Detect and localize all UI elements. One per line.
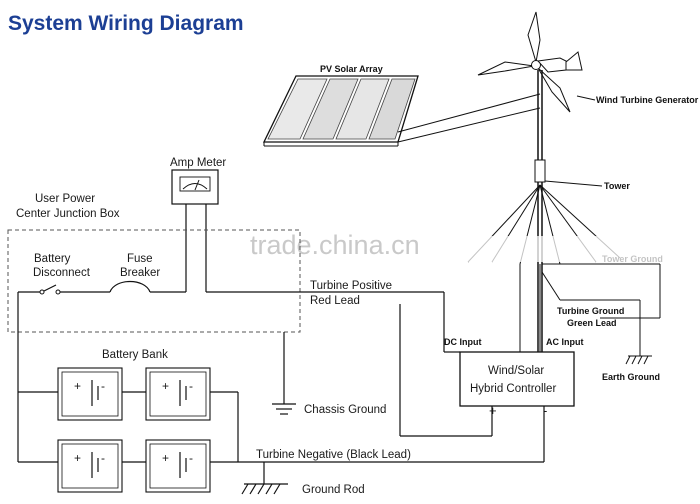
- fuse-label-line1: Fuse: [127, 253, 153, 265]
- turbine-ground-label: Turbine Ground: [557, 306, 624, 316]
- pv-solar-array: [262, 75, 419, 147]
- tower-label: Tower: [604, 181, 630, 191]
- tower: [467, 70, 621, 360]
- svg-text:-: -: [101, 451, 105, 465]
- ac-input-label: AC Input: [546, 337, 584, 347]
- battery-2: + -: [145, 367, 211, 421]
- amp-meter-needle: [194, 179, 200, 191]
- battery-disconnect-switch: [18, 284, 110, 295]
- pv-lead-top: [397, 93, 541, 133]
- svg-text:-: -: [189, 379, 193, 393]
- tower-pointer: [544, 180, 603, 187]
- ground-rod-label: Ground Rod: [302, 484, 365, 496]
- amp-meter-label: Amp Meter: [170, 157, 226, 169]
- turbine-negative-label: Turbine Negative (Black Lead): [256, 449, 411, 461]
- controller-label-line1: Wind/Solar: [488, 365, 544, 377]
- hybrid-controller: [459, 351, 575, 407]
- watermark: trade.china.cn: [0, 230, 700, 262]
- red-lead-label: Red Lead: [310, 295, 360, 307]
- watermark-text: trade.china.cn: [250, 230, 420, 260]
- chassis-ground-symbol: [272, 403, 296, 415]
- battery-bank-label: Battery Bank: [102, 349, 168, 361]
- turbine-positive-label: Turbine Positive: [310, 280, 392, 292]
- fuse-label-line2: Breaker: [120, 267, 160, 279]
- battery-3: + -: [57, 439, 123, 493]
- battery-4: + -: [145, 439, 211, 493]
- ground-rod-symbol: [241, 483, 288, 495]
- svg-text:-: -: [189, 451, 193, 465]
- svg-text:+: +: [162, 379, 169, 393]
- pv-lead-bottom: [397, 107, 541, 143]
- fuse-breaker: [109, 280, 186, 293]
- green-lead-label: Green Lead: [567, 318, 617, 328]
- pv-solar-array-label: PV Solar Array: [320, 64, 383, 74]
- controller-plus-terminal: +: [489, 403, 497, 418]
- wind-turbine-generator-label: Wind Turbine Generator: [596, 95, 699, 105]
- dc-input-label: DC Input: [444, 337, 482, 347]
- wind-turbine: [477, 11, 583, 113]
- battery-wiring: [17, 391, 239, 463]
- generator-pointer: [576, 95, 596, 101]
- earth-ground-label: Earth Ground: [602, 372, 660, 382]
- user-power-label-line1: User Power: [35, 193, 95, 205]
- diagram-title: System Wiring Diagram: [8, 12, 244, 35]
- battery-disconnect-label-line2: Disconnect: [33, 267, 91, 279]
- controller-label-line2: Hybrid Controller: [470, 383, 556, 395]
- user-power-label-line2: Center Junction Box: [16, 208, 120, 220]
- svg-text:+: +: [74, 379, 81, 393]
- chassis-ground-label: Chassis Ground: [304, 404, 386, 416]
- earth-ground-symbol: [625, 300, 652, 365]
- svg-text:+: +: [74, 451, 81, 465]
- controller-minus-terminal: -: [543, 403, 547, 418]
- svg-text:+: +: [162, 451, 169, 465]
- battery-disconnect-label-line1: Battery: [34, 253, 71, 265]
- user-power-junction-box: [7, 229, 301, 333]
- battery-1: + -: [57, 367, 123, 421]
- svg-text:-: -: [101, 379, 105, 393]
